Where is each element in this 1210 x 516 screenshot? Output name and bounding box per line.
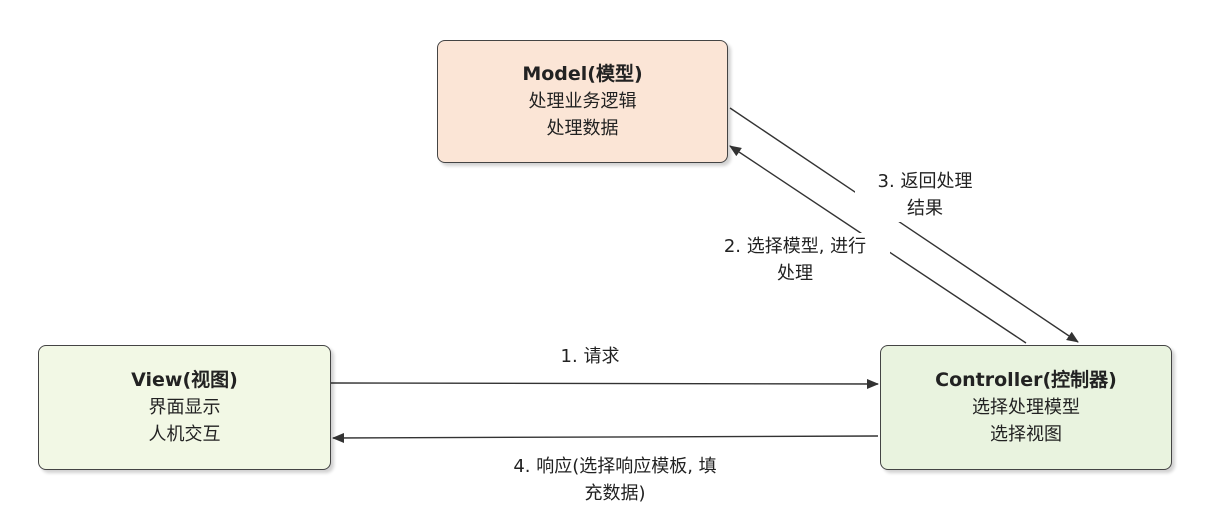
edge-request-label: 1. 请求 bbox=[545, 343, 635, 370]
edge-select-model-label: 2. 选择模型, 进行 处理 bbox=[700, 233, 890, 287]
edge-response-label-line-2: 充数据) bbox=[584, 483, 646, 504]
model-line-1: 处理业务逻辑 bbox=[528, 91, 637, 112]
edge-response-label: 4. 响应(选择响应模板, 填 充数据) bbox=[470, 453, 760, 507]
edge-response-arrow bbox=[332, 432, 879, 443]
edge-return-result-arrow bbox=[729, 107, 1079, 343]
view-line-1: 界面显示 bbox=[148, 397, 221, 418]
model-node[interactable]: Model(模型) 处理业务逻辑 处理数据 bbox=[437, 40, 728, 163]
edge-select-model-label-line-1: 2. 选择模型, 进行 bbox=[723, 236, 867, 257]
edge-return-result-label-line-1: 3. 返回处理 bbox=[877, 171, 973, 192]
view-line-2: 人机交互 bbox=[148, 424, 221, 445]
controller-line-2: 选择视图 bbox=[990, 424, 1062, 445]
edge-response-label-line-1: 4. 响应(选择响应模板, 填 bbox=[513, 456, 717, 477]
view-node[interactable]: View(视图) 界面显示 人机交互 bbox=[38, 345, 331, 470]
controller-line-1: 选择处理模型 bbox=[972, 397, 1080, 418]
edge-request-label-line-1: 1. 请求 bbox=[560, 346, 620, 367]
edge-select-model-label-line-2: 处理 bbox=[777, 263, 813, 284]
controller-node[interactable]: Controller(控制器) 选择处理模型 选择视图 bbox=[880, 345, 1172, 470]
controller-title: Controller(控制器) bbox=[935, 369, 1117, 391]
edge-return-result-label-line-2: 结果 bbox=[907, 198, 943, 219]
edge-return-result-label: 3. 返回处理 结果 bbox=[855, 168, 995, 222]
model-line-2: 处理数据 bbox=[546, 118, 619, 139]
view-title: View(视图) bbox=[131, 369, 238, 391]
edge-request-arrow bbox=[330, 378, 879, 389]
model-title: Model(模型) bbox=[522, 63, 643, 85]
